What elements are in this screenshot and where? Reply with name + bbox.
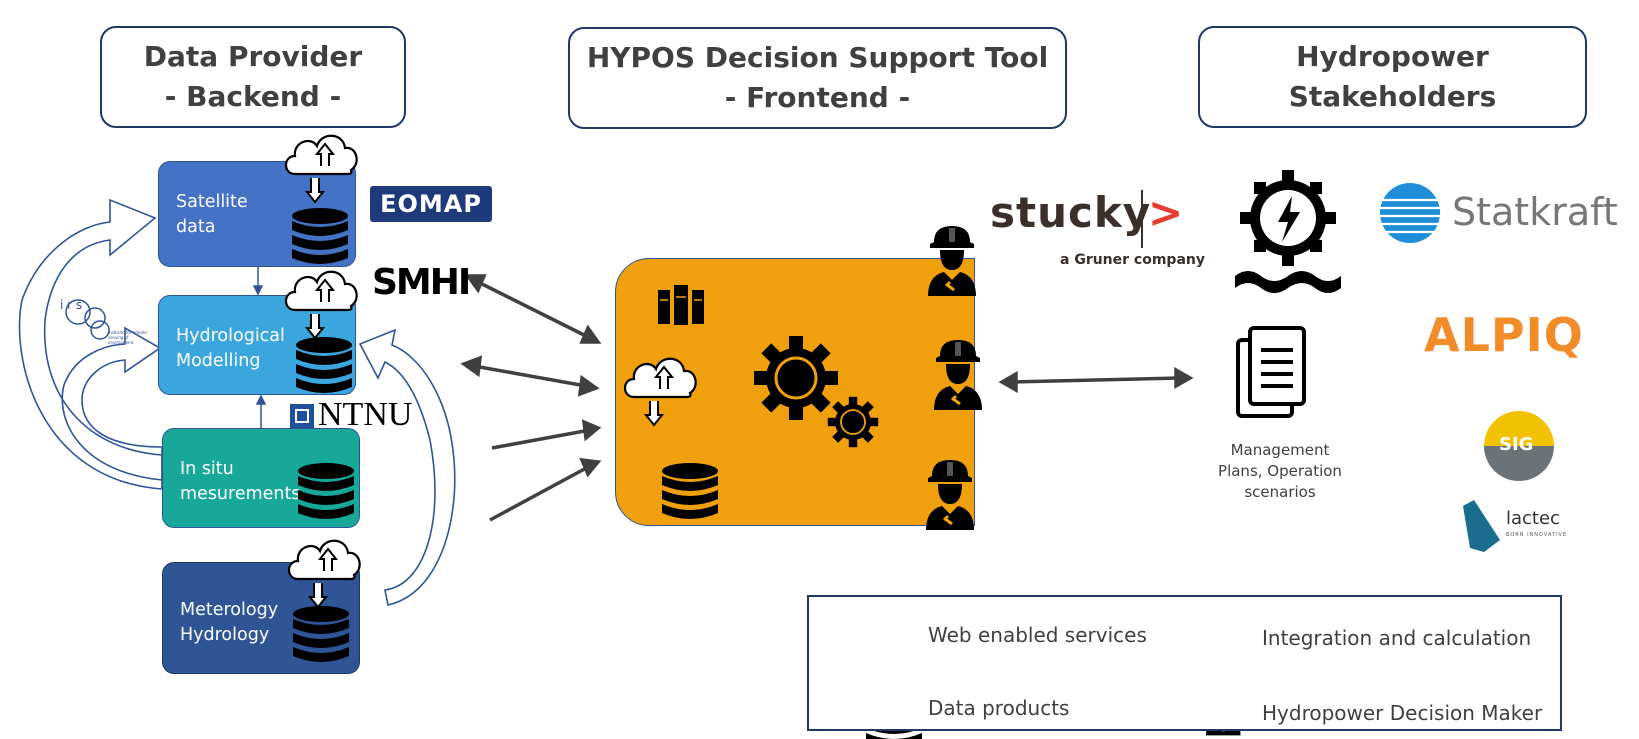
database-icon bbox=[662, 463, 718, 519]
eomap-logo-text: EOMAP bbox=[380, 190, 482, 218]
management-line-3: scenarios bbox=[1244, 483, 1316, 501]
legend-integration-label: Integration and calculation bbox=[1262, 626, 1532, 650]
database-icon bbox=[292, 208, 348, 264]
decision-maker-icon bbox=[932, 338, 984, 412]
statkraft-logo: Statkraft bbox=[1452, 190, 1618, 234]
lactec-logo: lactec bbox=[1506, 508, 1560, 529]
alpiq-logo: ALPIQ bbox=[1424, 308, 1584, 362]
backend-header: Data Provider - Backend - bbox=[100, 26, 406, 128]
stucky-logo-name: stucky bbox=[990, 188, 1152, 237]
irsae-logo-caption: institute for remote sensing of environm… bbox=[108, 330, 147, 345]
server-icon bbox=[658, 285, 704, 325]
irsae-logo-letters: i r s bbox=[60, 298, 83, 312]
hydrological-modelling-label-1: Hydrological bbox=[176, 326, 285, 346]
hydropower-icon bbox=[1235, 170, 1341, 293]
legend-decision-label: Hydropower Decision Maker bbox=[1262, 701, 1543, 725]
statkraft-logo-globe bbox=[1380, 183, 1440, 243]
hydrological-modelling-label-2: Modelling bbox=[176, 351, 261, 371]
backend-header-title: Data Provider bbox=[143, 40, 363, 73]
sig-logo bbox=[1484, 411, 1554, 481]
meteorology-label-1: Meterology bbox=[180, 600, 279, 620]
legend-web-label: Web enabled services bbox=[928, 623, 1147, 647]
small-gear-icon bbox=[826, 395, 880, 449]
ntnu-mark bbox=[290, 404, 314, 428]
legend-box bbox=[807, 595, 1562, 731]
sig-logo-text: SIG bbox=[1499, 434, 1534, 455]
stucky-logo-chevron: > bbox=[1148, 188, 1184, 237]
smhi-logo: SMHI bbox=[372, 262, 471, 303]
irsae-logo-mark bbox=[65, 299, 110, 340]
stucky-logo-divider bbox=[1141, 190, 1143, 248]
database-icon bbox=[296, 337, 352, 393]
large-gear-icon bbox=[752, 334, 840, 422]
frontend-header: HYPOS Decision Support Tool - Frontend - bbox=[568, 27, 1067, 129]
web-service-icon bbox=[284, 270, 358, 340]
web-service-icon bbox=[284, 134, 358, 204]
in-situ-label-2: mesurements bbox=[180, 484, 301, 504]
database-icon bbox=[293, 606, 349, 662]
document-icon bbox=[1236, 326, 1306, 418]
ntnu-logo: NTNU bbox=[318, 396, 413, 433]
lactec-logo-tagline: BORN INNOVATIVE bbox=[1506, 532, 1568, 538]
web-service-icon bbox=[623, 357, 697, 427]
stucky-logo-tagline: a Gruner company bbox=[1060, 252, 1205, 268]
stakeholders-header-title: Hydropower bbox=[1296, 40, 1489, 73]
management-plans-label: Management Plans, Operation scenarios bbox=[1190, 440, 1370, 503]
satellite-data-label-2: data bbox=[176, 217, 216, 237]
lactec-mark bbox=[1463, 500, 1500, 552]
stakeholders-header: Hydropower Stakeholders bbox=[1198, 26, 1587, 128]
management-line-2: Plans, Operation bbox=[1218, 462, 1342, 480]
eomap-logo: EOMAP bbox=[370, 186, 492, 222]
in-situ-label-1: In situ bbox=[180, 459, 234, 479]
management-line-1: Management bbox=[1230, 441, 1330, 459]
stakeholders-header-subtitle: Stakeholders bbox=[1288, 80, 1497, 113]
frontend-header-title: HYPOS Decision Support Tool bbox=[586, 41, 1049, 74]
backend-header-subtitle: - Backend - bbox=[164, 80, 342, 113]
decision-maker-icon bbox=[924, 458, 976, 532]
web-service-icon bbox=[287, 539, 361, 609]
frontend-header-subtitle: - Frontend - bbox=[724, 81, 911, 114]
legend-data-label: Data products bbox=[928, 696, 1070, 720]
satellite-data-label-1: Satellite bbox=[176, 192, 248, 212]
decision-maker-icon bbox=[926, 224, 978, 298]
meteorology-label-2: Hydrology bbox=[180, 625, 270, 645]
data-flow-arrows bbox=[460, 274, 1194, 522]
database-icon bbox=[298, 463, 354, 519]
